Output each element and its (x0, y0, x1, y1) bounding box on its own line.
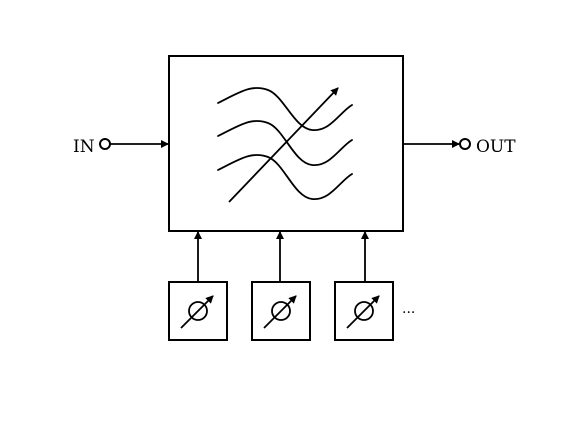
control-block-3 (334, 231, 394, 341)
variable-resistor-icon (346, 295, 380, 329)
tuning-arrow (228, 87, 339, 203)
variable-resistor-icon (263, 295, 297, 329)
variable-resistor-icon (180, 295, 214, 329)
output-terminal: OUT (403, 137, 516, 157)
input-label: IN (73, 137, 95, 157)
control-block-frame-1 (168, 281, 228, 341)
main-block (168, 55, 404, 232)
input-terminal: IN (73, 137, 169, 157)
control-block-frame-2 (251, 281, 311, 341)
more-indicator: ... (402, 301, 415, 317)
control-block-2 (251, 231, 311, 341)
tunable-filter-curves-icon (217, 87, 353, 203)
filter-curve-1 (217, 87, 353, 131)
filter-curve-2 (217, 120, 353, 166)
output-label: OUT (476, 137, 516, 157)
input-port-circle (99, 138, 111, 150)
control-block-1 (168, 231, 228, 341)
output-port-circle (459, 138, 471, 150)
control-block-frame-3 (334, 281, 394, 341)
filter-curve-3 (217, 154, 353, 200)
